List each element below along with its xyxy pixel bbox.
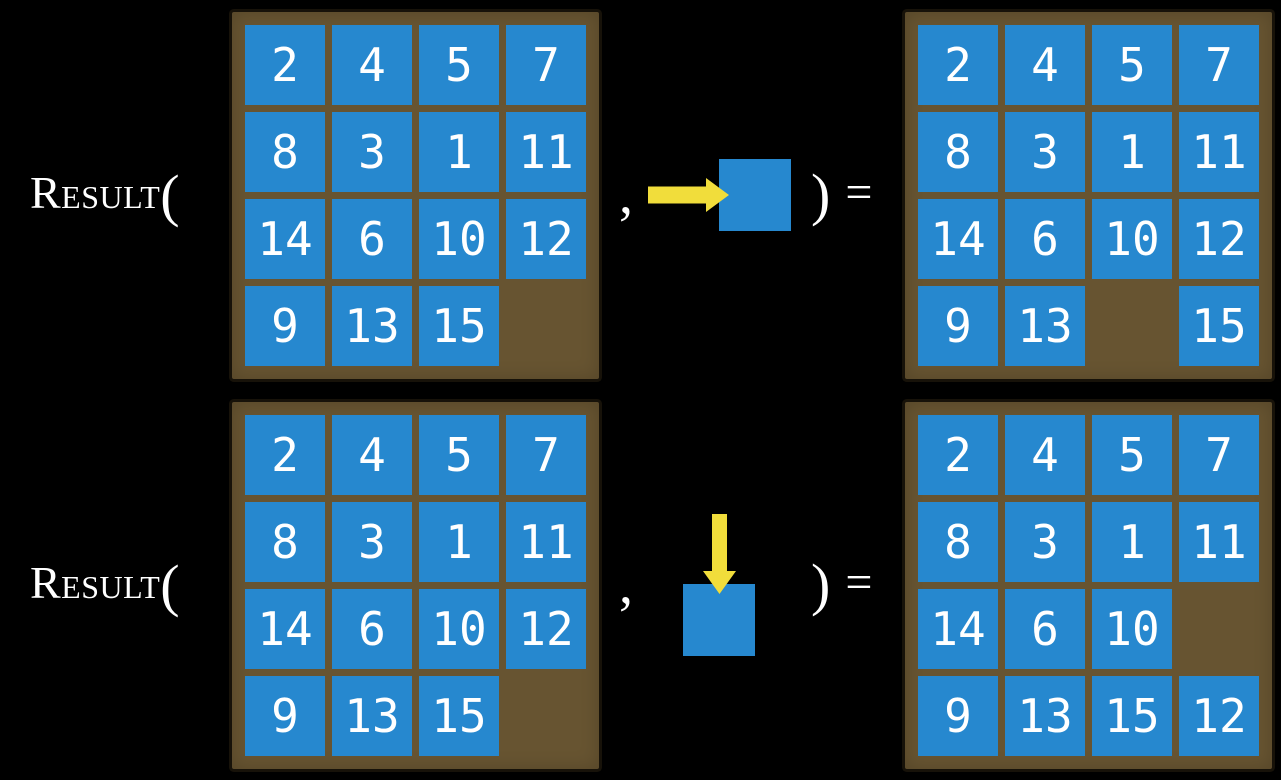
tile-5: 5: [1092, 414, 1172, 495]
tile-13: 13: [332, 675, 412, 756]
result-function-name: Result: [30, 166, 161, 218]
tile-6: 6: [1005, 588, 1085, 669]
comma-separator: ,: [619, 164, 633, 226]
equals-sign: =: [845, 556, 873, 609]
tile-8: 8: [245, 111, 325, 192]
moving-tile: [683, 584, 755, 656]
tile-5: 5: [419, 414, 499, 495]
tile-6: 6: [332, 588, 412, 669]
tile-1: 1: [1092, 111, 1172, 192]
tile-3: 3: [332, 111, 412, 192]
tile-9: 9: [245, 285, 325, 366]
open-paren: (: [160, 162, 180, 228]
tile-7: 7: [1179, 24, 1259, 105]
tile-9: 9: [918, 285, 998, 366]
tile-4: 4: [332, 24, 412, 105]
tile-6: 6: [1005, 198, 1085, 279]
tile-5: 5: [1092, 24, 1172, 105]
tile-10: 10: [419, 588, 499, 669]
tile-4: 4: [332, 414, 412, 495]
open-paren: (: [160, 552, 180, 618]
tile-8: 8: [918, 501, 998, 582]
tile-2: 2: [918, 24, 998, 105]
tile-4: 4: [1005, 414, 1085, 495]
tile-9: 9: [245, 675, 325, 756]
tile-1: 1: [419, 501, 499, 582]
tile-8: 8: [245, 501, 325, 582]
tile-2: 2: [245, 414, 325, 495]
empty-cell: [506, 286, 586, 366]
result-function-name: Result: [30, 556, 161, 608]
tile-15: 15: [1179, 285, 1259, 366]
tile-7: 7: [1179, 414, 1259, 495]
tile-11: 11: [1179, 501, 1259, 582]
empty-cell: [1092, 286, 1172, 366]
function-call-label: Result(: [0, 166, 232, 225]
tile-3: 3: [1005, 111, 1085, 192]
tile-12: 12: [1179, 675, 1259, 756]
tile-14: 14: [245, 198, 325, 279]
tile-3: 3: [332, 501, 412, 582]
close-paren: ): [811, 162, 831, 227]
tile-15: 15: [419, 675, 499, 756]
operator-section: , ) =: [599, 514, 905, 656]
tile-12: 12: [506, 198, 586, 279]
close-paren: ): [811, 552, 831, 617]
tile-12: 12: [506, 588, 586, 669]
tile-6: 6: [332, 198, 412, 279]
tile-7: 7: [506, 414, 586, 495]
tile-13: 13: [1005, 285, 1085, 366]
tile-3: 3: [1005, 501, 1085, 582]
equals-sign: =: [845, 166, 873, 219]
comma-separator: ,: [619, 554, 633, 616]
tile-1: 1: [1092, 501, 1172, 582]
tile-4: 4: [1005, 24, 1085, 105]
tile-15: 15: [419, 285, 499, 366]
move-argument-slide-right: [637, 159, 801, 231]
tile-10: 10: [1092, 198, 1172, 279]
tile-14: 14: [918, 198, 998, 279]
tile-15: 15: [1092, 675, 1172, 756]
tile-1: 1: [419, 111, 499, 192]
tile-11: 11: [1179, 111, 1259, 192]
empty-cell: [506, 676, 586, 756]
tile-8: 8: [918, 111, 998, 192]
tile-13: 13: [332, 285, 412, 366]
tile-5: 5: [419, 24, 499, 105]
tile-2: 2: [918, 414, 998, 495]
moving-tile: [718, 159, 791, 231]
tile-13: 13: [1005, 675, 1085, 756]
tile-14: 14: [918, 588, 998, 669]
function-call-label: Result(: [0, 556, 232, 615]
tile-9: 9: [918, 675, 998, 756]
tile-11: 11: [506, 501, 586, 582]
down-arrow-icon: [702, 514, 736, 594]
tile-10: 10: [419, 198, 499, 279]
right-arrow-icon: [647, 178, 729, 212]
tile-12: 12: [1179, 198, 1259, 279]
tile-11: 11: [506, 111, 586, 192]
tile-10: 10: [1092, 588, 1172, 669]
tile-14: 14: [245, 588, 325, 669]
move-argument-slide-down: [637, 514, 801, 656]
tile-7: 7: [506, 24, 586, 105]
operator-section: , ) =: [599, 159, 905, 231]
tile-2: 2: [245, 24, 325, 105]
empty-cell: [1179, 589, 1259, 669]
